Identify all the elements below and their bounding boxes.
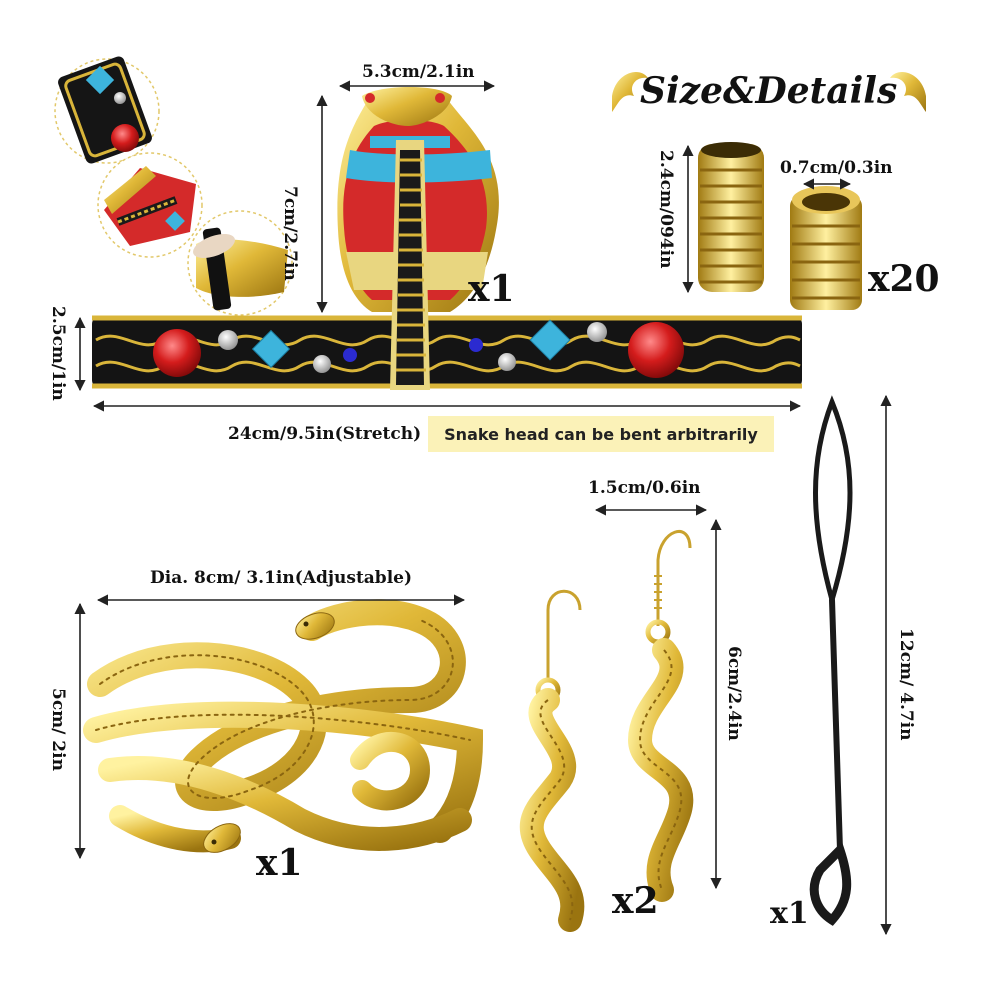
bendable-note: Snake head can be bent arbitrarily — [428, 416, 774, 452]
bead-length-label: 2.4cm/094in — [656, 150, 676, 269]
bead-open-image — [790, 186, 862, 310]
earring-right-image — [627, 530, 694, 902]
earring-width-label: 1.5cm/0.6in — [588, 478, 701, 498]
tool-quantity: x1 — [770, 896, 809, 931]
cobra-head-image — [337, 87, 499, 390]
beads-quantity: x20 — [868, 258, 940, 300]
title-ornament-left-icon — [612, 72, 648, 112]
bracelet-quantity: x1 — [256, 842, 303, 884]
threading-tool-image — [809, 395, 853, 926]
snake-width-label: 5.3cm/2.1in — [362, 62, 475, 82]
bead-long-image — [698, 142, 764, 292]
snake-height-label: 7cm/2.7in — [280, 186, 300, 281]
headband-quantity: x1 — [468, 268, 515, 310]
snake-bracelet-image — [83, 599, 484, 853]
earring-left-image — [519, 589, 585, 932]
bracelet-height-label: 5cm/ 2in — [48, 688, 68, 771]
earring-height-label: 6cm/2.4in — [724, 646, 744, 741]
headband-image — [92, 315, 802, 389]
headband-height-label: 2.5cm/1in — [48, 306, 68, 401]
dimension-lines — [74, 80, 892, 936]
tool-length-label: 12cm/ 4.7in — [896, 628, 916, 741]
bracelet-diameter-label: Dia. 8cm/ 3.1in(Adjustable) — [150, 568, 413, 588]
detail-zoom-circles — [54, 56, 293, 316]
bead-hole-label: 0.7cm/0.3in — [780, 158, 893, 178]
page-title: Size&Details — [640, 70, 898, 112]
title-ornament-right-icon — [890, 72, 926, 112]
earrings-quantity: x2 — [612, 880, 659, 922]
headband-width-label: 24cm/9.5in(Stretch) — [228, 424, 422, 444]
